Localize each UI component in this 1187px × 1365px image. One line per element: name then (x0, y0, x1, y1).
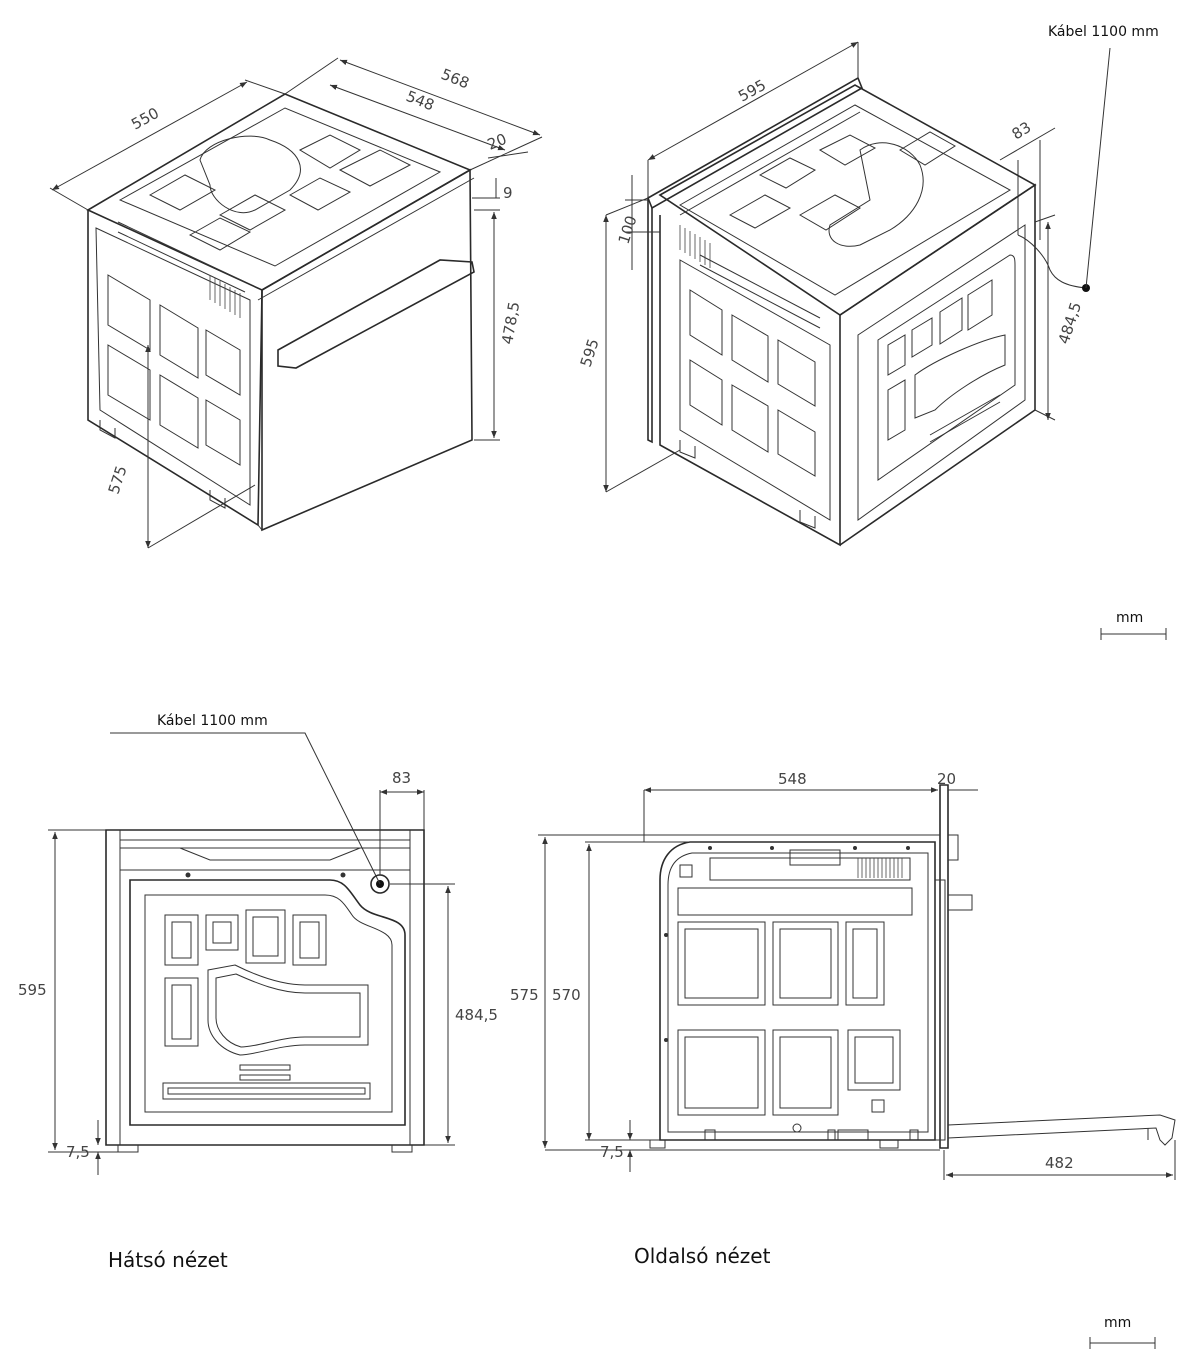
dim-83: 83 (1009, 118, 1035, 143)
side-view-caption: Oldalsó nézet (634, 1244, 771, 1268)
oven-isometric-rear-view: Kábel 1100 mm 595 83 100 595 484,5 (577, 24, 1159, 547)
dim-100: 100 (615, 213, 641, 246)
dim-7-5-side: 7,5 (600, 1143, 624, 1161)
side-elevation-view: 548 20 575 570 7,5 482 Oldalsó nézet (510, 770, 1176, 1268)
cable-note-top: Kábel 1100 mm (1048, 24, 1159, 40)
rear-view-caption: Hátsó nézet (108, 1248, 228, 1272)
dim-568: 568 (439, 65, 472, 92)
dim-575: 575 (105, 463, 131, 496)
dim-484-5-rear: 484,5 (455, 1006, 498, 1024)
dim-20-side: 20 (937, 770, 956, 788)
dim-484-5-iso: 484,5 (1055, 300, 1085, 346)
unit-label-top: mm (1116, 610, 1143, 626)
unit-scale-bottom: mm (1089, 1315, 1156, 1349)
dim-570-side: 570 (552, 986, 581, 1004)
rear-elevation-view: Kábel 1100 mm 83 595 484,5 7,5 Hátsó néz… (18, 713, 498, 1272)
dim-595-height: 595 (577, 336, 603, 369)
dim-575-side: 575 (510, 986, 539, 1004)
dim-478-5: 478,5 (498, 300, 523, 345)
dim-548: 548 (404, 87, 437, 114)
cable-note-rear: Kábel 1100 mm (157, 713, 268, 729)
dim-548-side: 548 (778, 770, 807, 788)
dim-595-rear: 595 (18, 981, 47, 999)
unit-scale-top: mm (1100, 610, 1167, 640)
dim-482-side: 482 (1045, 1154, 1074, 1172)
unit-label-bottom: mm (1104, 1315, 1131, 1331)
dim-7-5-rear: 7,5 (66, 1143, 90, 1161)
dim-550: 550 (128, 104, 162, 134)
dim-83-rear: 83 (392, 769, 411, 787)
dim-9: 9 (503, 184, 513, 202)
dim-20: 20 (485, 130, 509, 154)
oven-isometric-front-view: 550 568 548 20 9 478,5 575 (49, 57, 543, 549)
